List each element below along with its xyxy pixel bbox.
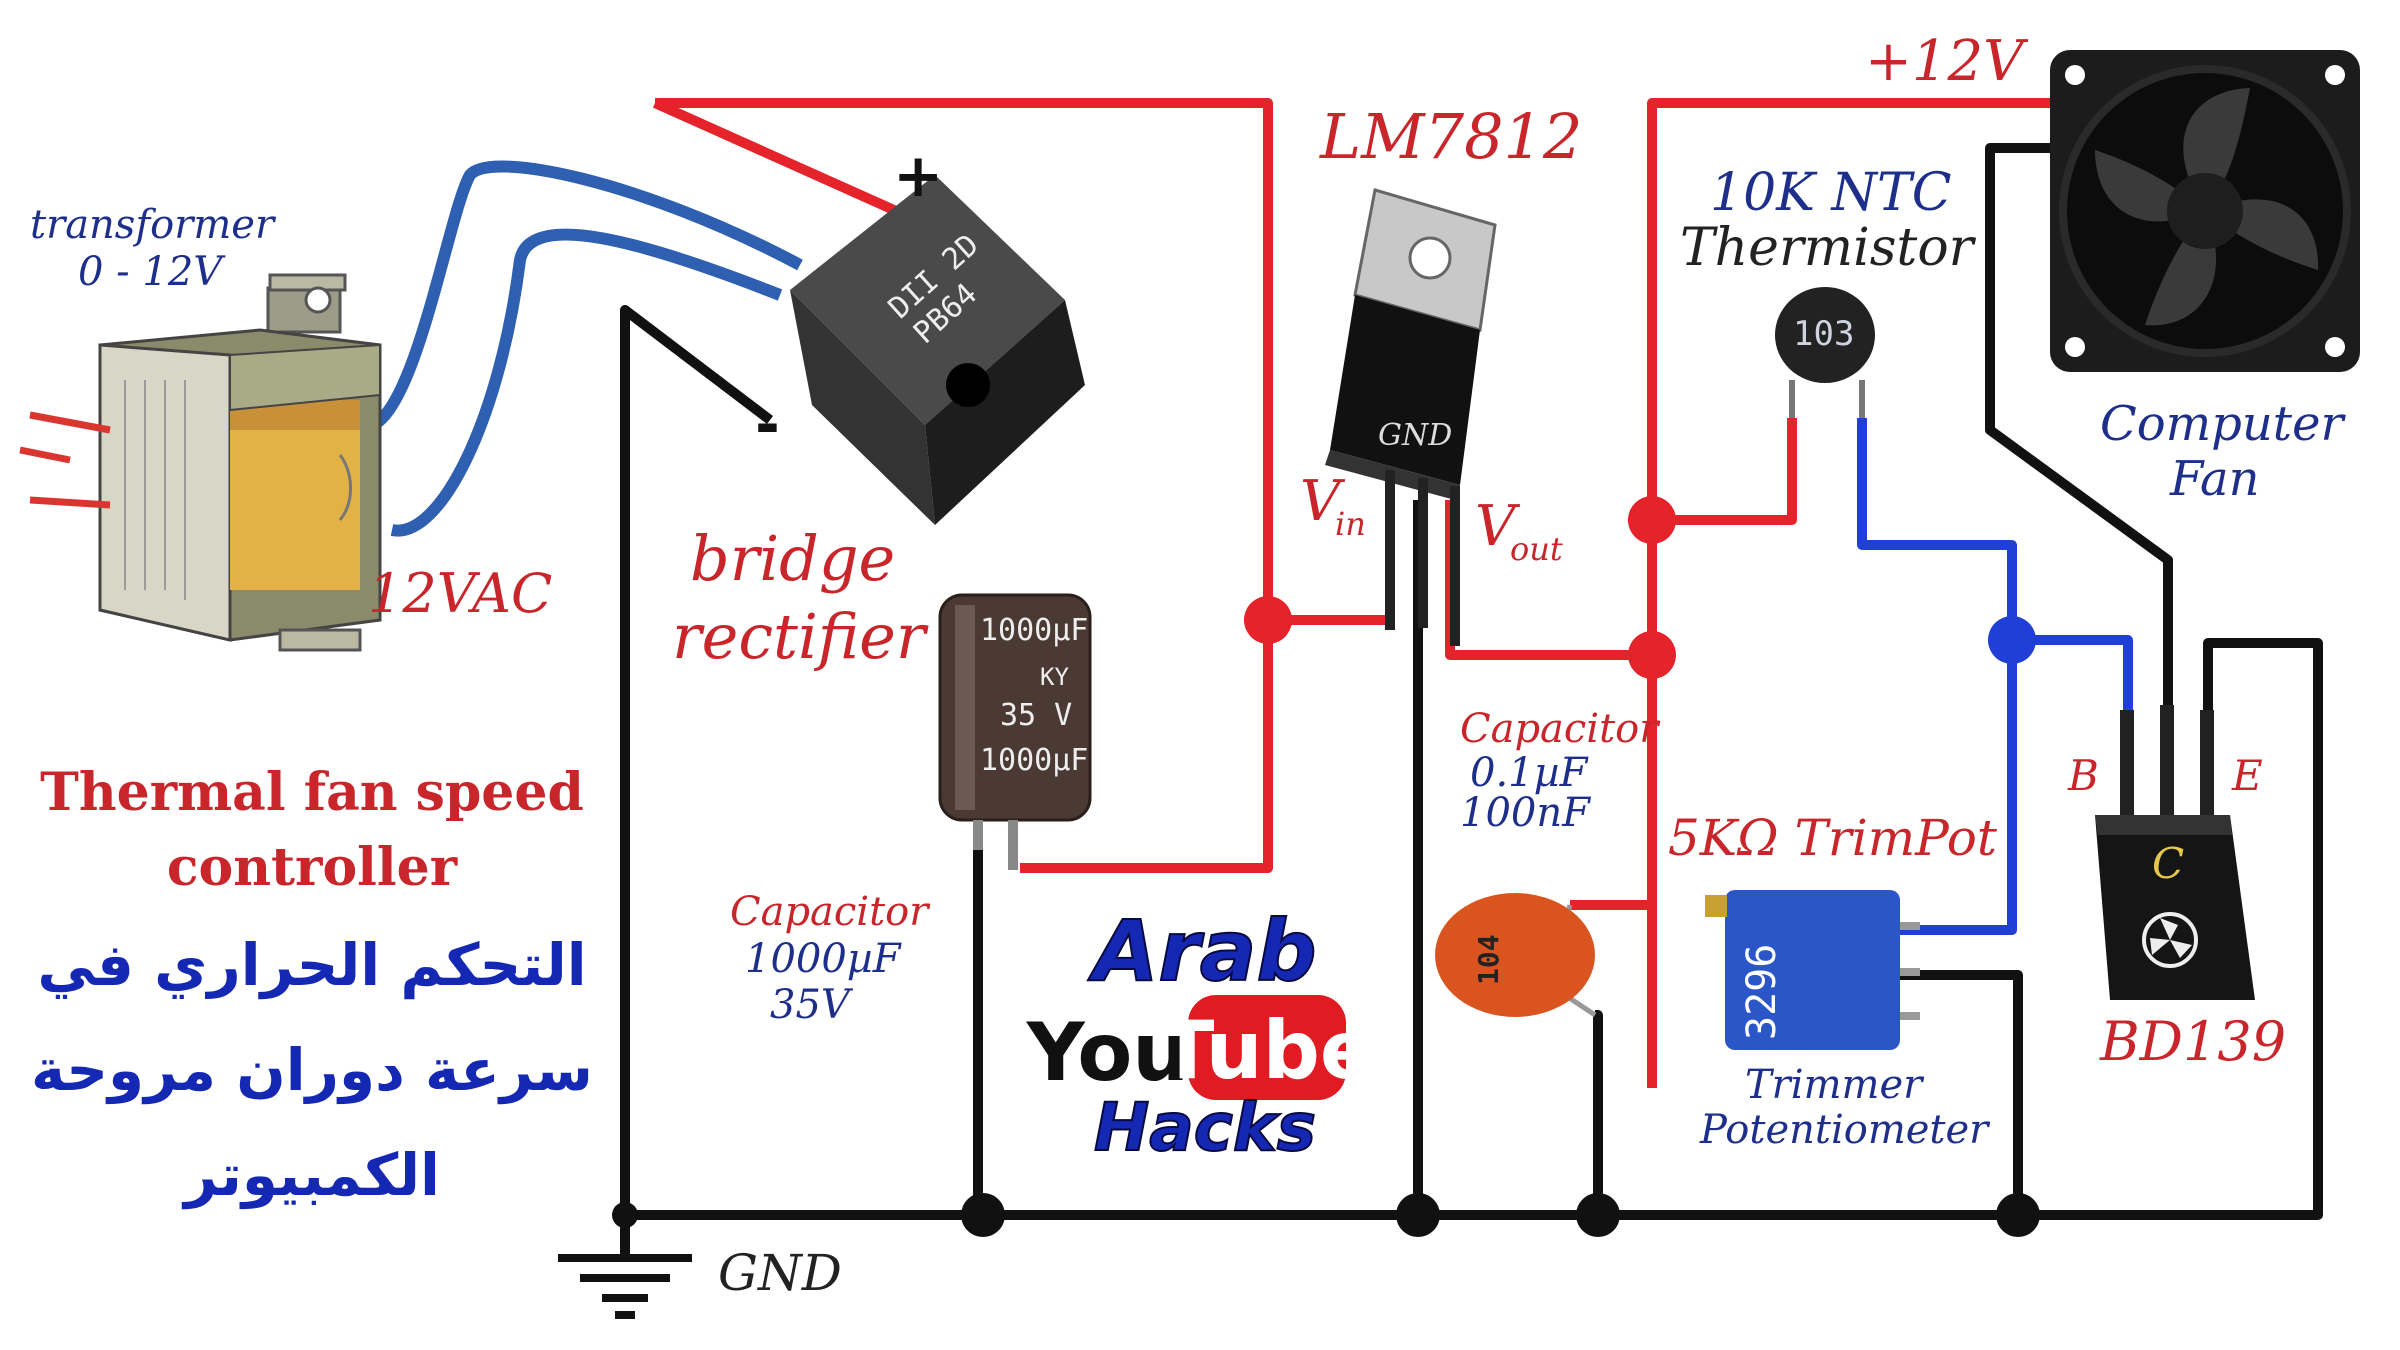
cap-small-label: 0.1µF — [1470, 750, 1589, 796]
title-en: controller — [167, 837, 458, 898]
fan-label: Computer — [2100, 396, 2346, 452]
junction-dot — [961, 1193, 1005, 1237]
bridge-label: rectifier — [672, 600, 929, 673]
junction-dot — [1244, 596, 1292, 644]
transformer-label: transformer — [30, 202, 277, 248]
trimpot-label: 5KΩ TrimPot — [1668, 809, 1998, 867]
computer-fan-icon — [2050, 50, 2360, 372]
junction-dot — [1996, 1193, 2040, 1237]
thermistor-icon: 103 — [1775, 287, 1875, 418]
cap-big-label: Capacitor — [730, 889, 931, 935]
thermistor-code: 103 — [1793, 314, 1854, 354]
title-ar: التحكم الحراري في — [37, 931, 586, 1000]
cap-body-text: 35 V — [1000, 698, 1072, 733]
pin-e-label: E — [2231, 751, 2263, 800]
cap-body-text: KY — [1040, 663, 1069, 691]
wire-thermistor-left — [1652, 418, 1797, 525]
cap-big-label: 35V — [770, 982, 854, 1028]
capacitor-electrolytic-icon: 1000µF KY 35 V 1000µF — [938, 593, 1092, 870]
wire-cap-small-bottom — [1593, 1010, 1603, 1215]
bridge-plus-label: + — [893, 141, 943, 211]
bridge-minus-label: - — [755, 390, 780, 460]
brand-arab: Arab — [1087, 902, 1316, 1000]
bridge-label: bridge — [690, 522, 895, 595]
vout-sub-label: out — [1510, 530, 1563, 568]
wire-cap-big-positive — [1020, 620, 1273, 873]
vac-label: 12VAC — [368, 562, 552, 625]
cap-small-label: 100nF — [1460, 790, 1591, 836]
wire-bridge-plus-lead — [652, 98, 908, 220]
bridge-rectifier-icon: DII 2D PB64 — [790, 175, 1085, 525]
title-en: Thermal fan speed — [40, 762, 584, 823]
transformer-range-label: 0 - 12V — [78, 249, 226, 295]
regulator-label: LM7812 — [1319, 100, 1582, 173]
thermistor-label: Thermistor — [1680, 218, 1977, 278]
brand-logo: Arab You Tube Hacks — [1026, 901, 1374, 1167]
junction-dot — [1396, 1193, 1440, 1237]
transformer-icon — [19, 273, 382, 652]
plus12v-label: +12V — [1865, 29, 2029, 94]
junction-dot — [1628, 631, 1676, 679]
wire-trimpot-base — [1900, 640, 2017, 935]
title-ar: سرعة دوران مروحة — [31, 1036, 593, 1105]
junction-dot — [1628, 496, 1676, 544]
title-ar: الكمبيوتر — [181, 1141, 440, 1210]
trimmer-label: Potentiometer — [1699, 1107, 1991, 1153]
pin-b-label: B — [2067, 751, 2099, 800]
junction-dot — [1988, 616, 2036, 664]
trimpot-icon: 3296 — [1705, 890, 1920, 1050]
ceramic-cap-code: 104 — [1472, 934, 1505, 985]
brand-hacks: Hacks — [1094, 1089, 1316, 1166]
fan-label: Fan — [2169, 451, 2260, 507]
cap-small-label: Capacitor — [1460, 706, 1661, 752]
cap-body-text: 1000µF — [980, 613, 1088, 648]
capacitor-ceramic-icon: 104 — [1435, 893, 1597, 1018]
brand-you: You — [1026, 1006, 1190, 1099]
thermistor-label: 10K NTC — [1710, 163, 1952, 223]
vout-label: V — [1475, 494, 1521, 559]
wire-fan-collector — [1985, 143, 2173, 830]
regulator-icon — [1325, 188, 1497, 646]
pin-c-label: C — [2152, 839, 2184, 888]
wire-trimpot-bottom — [1900, 970, 2023, 1215]
trimmer-label: Trimmer — [1745, 1062, 1925, 1108]
vin-sub-label: in — [1335, 505, 1366, 543]
cap-body-text: 1000µF — [980, 743, 1088, 778]
regulator-gnd-label: GND — [1378, 418, 1452, 453]
ac-wire-bottom — [390, 228, 783, 537]
gnd-label: GND — [718, 1244, 842, 1302]
brand-tube: Tube — [1160, 1004, 1374, 1097]
wire-thermistor-base — [1857, 418, 2133, 830]
ground-bus — [625, 638, 2323, 1220]
ground-symbol-icon — [558, 1254, 692, 1319]
junction-dot — [1576, 1193, 1620, 1237]
transistor-label: BD139 — [2099, 1010, 2286, 1073]
trimpot-code: 3296 — [1739, 944, 1785, 1040]
junction-dot — [612, 1202, 638, 1228]
cap-big-label: 1000µF — [745, 936, 902, 982]
vin-label: V — [1300, 469, 1346, 534]
ac-wire-top — [373, 160, 803, 427]
wire-12v-rail — [1647, 98, 2050, 1088]
transistor-icon — [2095, 705, 2255, 1000]
wire-bridge-negative — [620, 305, 774, 1215]
